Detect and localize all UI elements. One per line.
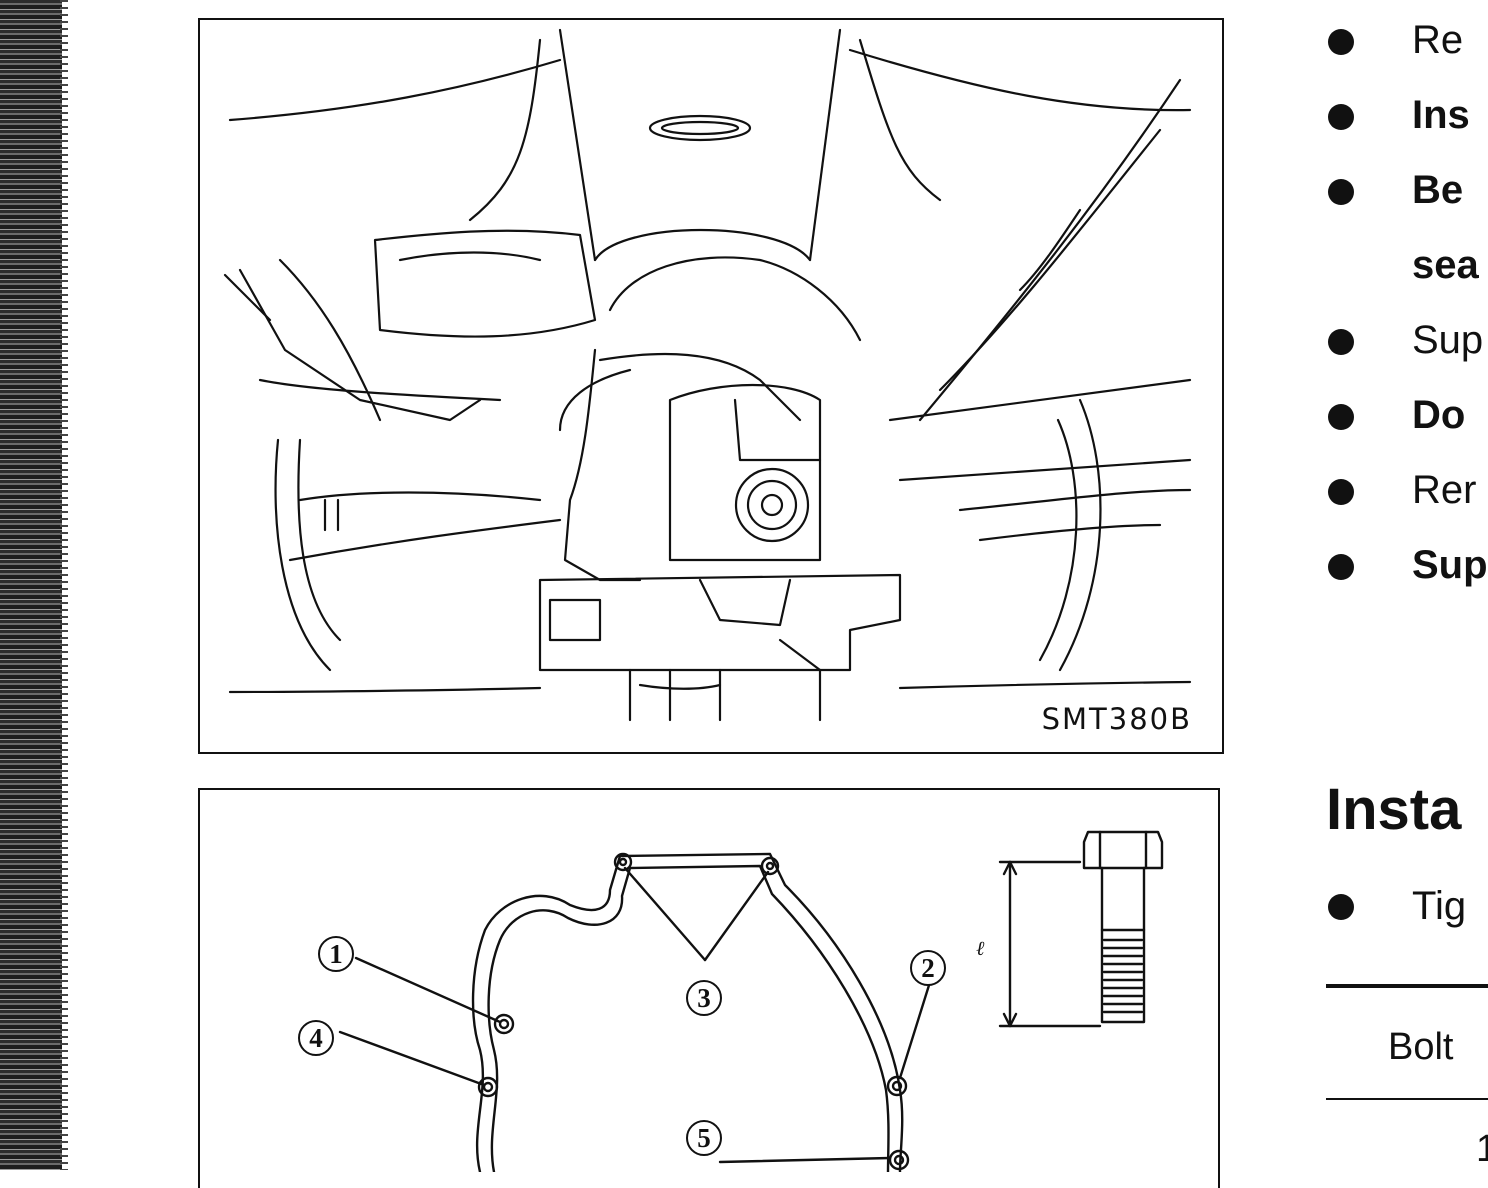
figure-bolt-locations: 1 2 3 4 5 ℓ (198, 788, 1220, 1188)
callout-4: 4 (298, 1020, 334, 1056)
bullet-item: Ins (1326, 93, 1488, 137)
bullet-item: Do (1326, 393, 1488, 437)
bullet-item: Re (1326, 18, 1488, 62)
case-gasket-illustration (338, 830, 1164, 1172)
section-bullet: Tig (1326, 882, 1466, 930)
bullet-item: Sup (1326, 318, 1488, 362)
bullet-item: Be sea (1326, 168, 1488, 287)
section-heading: Insta (1326, 777, 1462, 842)
bullet-item: Rer (1326, 468, 1488, 512)
table-header-bolt: Bolt (1388, 1026, 1454, 1068)
bullet-continuation: sea (1412, 243, 1479, 287)
callout-3: 3 (686, 980, 722, 1016)
figure-code-label: SMT380B (1041, 702, 1192, 736)
length-symbol: ℓ (976, 936, 985, 960)
transmission-illustration (223, 28, 1192, 722)
page-binding-edge (0, 0, 68, 1170)
table-top-rule (1326, 984, 1488, 988)
procedure-bullet-list: Re Ins Be sea Sup Do Rer Sup (1326, 18, 1488, 618)
callout-2: 2 (910, 950, 946, 986)
callout-5: 5 (686, 1120, 722, 1156)
table-header-rule (1326, 1098, 1488, 1100)
figure-transmission-removal: SMT380B (198, 18, 1224, 754)
callout-1: 1 (318, 936, 354, 972)
bullet-item: Sup (1326, 543, 1488, 587)
table-cell: 1 (1476, 1128, 1488, 1170)
